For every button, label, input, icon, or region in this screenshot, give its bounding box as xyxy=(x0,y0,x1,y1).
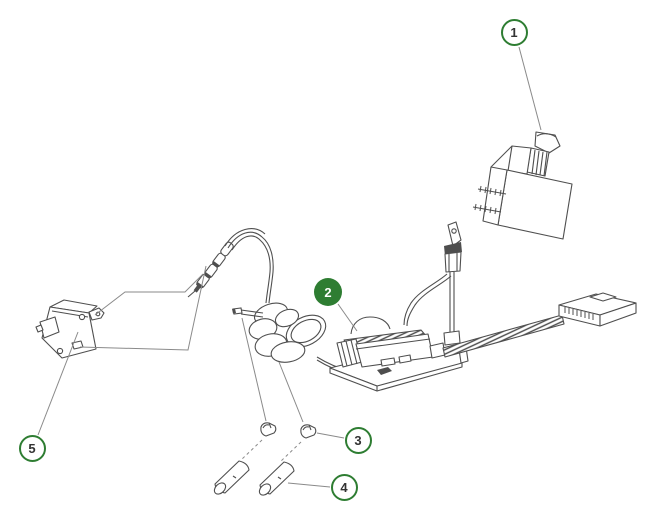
callout-1-badge: 1 xyxy=(500,18,528,46)
micro-switch-part xyxy=(35,299,105,359)
terminal-rod xyxy=(403,221,462,346)
solenoid-part xyxy=(472,131,573,240)
leader-lines xyxy=(37,46,542,488)
insulator-sleeves-part xyxy=(213,460,295,496)
coiled-wire-bundle xyxy=(232,302,386,378)
control-module-board-part xyxy=(329,316,469,392)
callout-4-badge: 4 xyxy=(330,473,358,501)
callout-3-badge: 3 xyxy=(344,426,372,454)
terminal-caps-part xyxy=(260,422,317,439)
ribbon-cable xyxy=(442,292,637,358)
callout-2-badge: 2 xyxy=(314,278,342,306)
callout-5-badge: 5 xyxy=(18,434,46,462)
